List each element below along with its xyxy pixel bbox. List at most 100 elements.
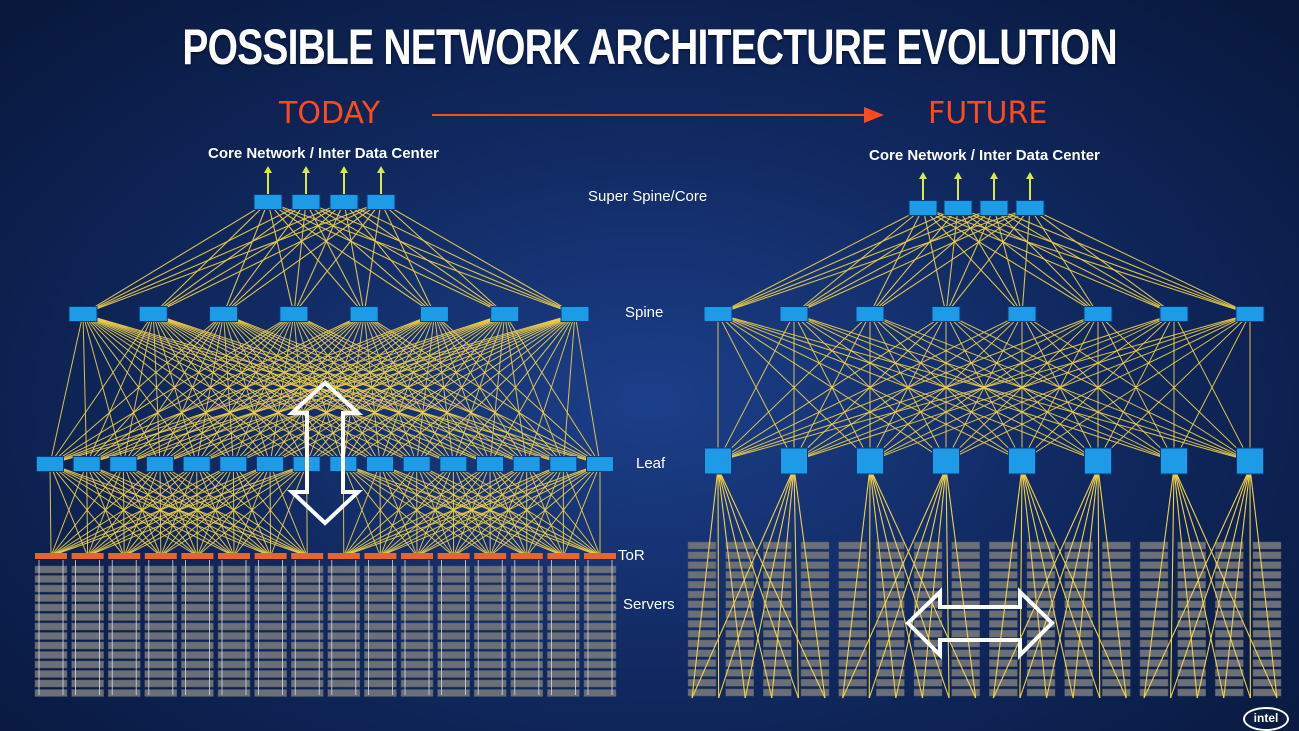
core-spine-link <box>957 207 1099 315</box>
server-unit <box>547 679 580 688</box>
spine-leaf-link <box>717 313 871 462</box>
server-unit <box>400 670 434 678</box>
server-unit <box>913 571 943 579</box>
uplink-arrow <box>1026 172 1034 179</box>
leaf-switch <box>36 456 64 472</box>
leaf-tor-link <box>49 463 52 557</box>
server-unit <box>763 620 792 628</box>
server-unit <box>217 651 251 659</box>
server-unit <box>951 541 980 550</box>
server-unit <box>876 571 905 579</box>
uplink-arrow <box>919 172 927 179</box>
server-unit <box>1177 678 1206 687</box>
spine-leaf-link <box>153 313 601 465</box>
spine-leaf-link <box>49 313 224 465</box>
core-spine-link <box>380 201 506 315</box>
server-unit <box>583 565 617 574</box>
leaf-switch <box>219 456 248 472</box>
server-unit <box>473 689 507 697</box>
spine-leaf-link <box>363 313 528 465</box>
tor-switch <box>474 553 507 559</box>
spine-leaf-link <box>379 313 506 465</box>
leaf-switch <box>704 447 732 475</box>
server-unit <box>71 594 104 602</box>
spine-leaf-link <box>717 313 1175 462</box>
server-unit <box>951 561 980 569</box>
today-topology <box>34 166 617 697</box>
core-spine-link <box>717 207 924 315</box>
leaf-server-link <box>717 467 826 699</box>
server-unit <box>1139 639 1169 648</box>
server-unit <box>34 565 68 574</box>
server-unit <box>144 651 178 659</box>
server-unit <box>181 651 214 659</box>
core-spine-link <box>363 201 382 315</box>
server-unit <box>107 660 141 669</box>
server-unit <box>327 594 361 602</box>
core-switch <box>329 194 359 210</box>
tier-label-servers: Servers <box>623 596 675 613</box>
spine-leaf-link <box>223 313 564 465</box>
spine-leaf-link <box>293 313 601 465</box>
server-unit <box>473 660 507 669</box>
server-unit <box>800 610 830 618</box>
server-unit <box>1252 639 1282 648</box>
spine-leaf-link <box>82 313 381 465</box>
server-unit <box>876 610 905 618</box>
core-spine-link <box>267 201 365 315</box>
spine-leaf-link <box>434 313 601 465</box>
spine-leaf-link <box>86 313 505 465</box>
spine-leaf-link <box>269 313 435 465</box>
server-unit <box>1139 551 1169 560</box>
spine-leaf-link <box>233 313 505 465</box>
server-unit <box>951 571 980 579</box>
server-unit <box>989 688 1018 697</box>
server-unit <box>71 660 104 669</box>
server-unit <box>254 670 287 678</box>
spine-leaf-link <box>223 313 601 465</box>
server-unit <box>254 603 287 612</box>
server-unit <box>473 651 507 659</box>
core-spine-link <box>717 207 959 315</box>
server-unit <box>725 688 754 697</box>
uplink-arrow <box>990 172 998 179</box>
server-unit <box>107 613 141 621</box>
server-unit <box>1177 551 1206 560</box>
leaf-tor-link <box>50 463 161 557</box>
server-unit <box>181 670 214 678</box>
server-unit <box>800 629 830 638</box>
server-unit <box>1139 688 1169 697</box>
server-unit <box>725 610 754 618</box>
server-unit <box>437 622 470 631</box>
uplink-arrow <box>302 166 310 173</box>
spine-switch <box>779 306 809 322</box>
leaf-server-link <box>1170 467 1175 699</box>
tor-switch <box>144 553 177 559</box>
server-unit <box>107 651 141 659</box>
leaf-server-link <box>1021 467 1048 699</box>
spine-leaf-link <box>82 313 601 465</box>
server-unit <box>181 689 214 697</box>
server-unit <box>838 541 867 550</box>
server-unit <box>838 629 867 638</box>
server-unit <box>400 641 434 650</box>
spine-leaf-link <box>223 313 308 465</box>
spine-leaf-link <box>416 313 435 465</box>
server-unit <box>107 641 141 650</box>
leaf-tor-link <box>343 463 381 557</box>
server-unit <box>583 670 617 678</box>
leaf-server-link <box>869 467 950 699</box>
server-unit <box>1215 678 1244 687</box>
core-spine-link <box>957 207 1251 315</box>
server-unit <box>1252 620 1282 628</box>
server-unit <box>400 613 434 621</box>
server-unit <box>400 575 434 583</box>
spine-leaf-link <box>1021 313 1251 462</box>
server-unit <box>364 565 397 574</box>
server-unit <box>913 688 943 697</box>
server-unit <box>510 613 544 621</box>
core-spine-link <box>82 201 382 315</box>
server-unit <box>34 603 68 612</box>
spine-leaf-link <box>152 313 308 465</box>
server-unit <box>144 575 178 583</box>
